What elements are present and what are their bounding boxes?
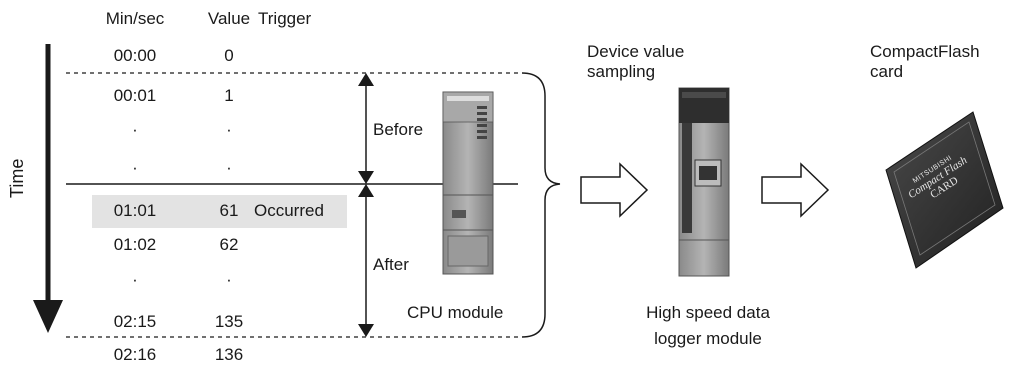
row-time: · xyxy=(132,158,138,177)
after-range-arrow xyxy=(358,184,374,337)
row-value: 61 xyxy=(219,201,239,220)
row-value: · xyxy=(226,270,232,289)
before-label: Before xyxy=(373,120,424,139)
row-value: 135 xyxy=(214,312,244,331)
row-time: 00:01 xyxy=(113,86,157,105)
logging-arrow xyxy=(761,162,830,218)
row-value: 62 xyxy=(219,235,239,254)
logger-module-image xyxy=(678,87,730,277)
row-time: 00:00 xyxy=(113,46,157,65)
sampling-label-line2: sampling xyxy=(587,62,656,81)
before-range-arrow xyxy=(358,73,374,184)
row-value: 136 xyxy=(214,345,244,364)
row-trigger: Occurred xyxy=(254,201,324,220)
row-time: · xyxy=(132,120,138,139)
cpu-module-label: CPU module xyxy=(407,303,504,322)
row-value: · xyxy=(226,120,232,139)
row-value: 1 xyxy=(224,86,234,105)
row-time: 02:16 xyxy=(113,345,157,364)
time-axis-arrow xyxy=(33,44,63,333)
logger-label-line1: High speed data xyxy=(646,303,770,322)
card-label-line1: CompactFlash xyxy=(870,42,980,61)
row-time: 01:01 xyxy=(113,201,157,220)
sampling-arrow xyxy=(580,162,649,218)
row-value: 0 xyxy=(224,46,234,65)
trigger-row-highlight xyxy=(92,195,347,228)
header-value: Value xyxy=(207,9,251,28)
row-time: · xyxy=(132,270,138,289)
row-time: 01:02 xyxy=(113,235,157,254)
sampling-label-line1: Device value xyxy=(587,42,685,61)
cpu-brace xyxy=(521,72,561,338)
row-value: · xyxy=(226,158,232,177)
header-trigger: Trigger xyxy=(258,9,312,28)
after-label: After xyxy=(373,255,409,274)
row-time: 02:15 xyxy=(113,312,157,331)
time-axis-label: Time xyxy=(7,158,27,198)
cpu-module-image xyxy=(442,91,494,275)
card-label-line2: card xyxy=(870,62,904,81)
header-min-sec: Min/sec xyxy=(105,9,165,28)
compactflash-card-image xyxy=(885,111,1004,269)
logger-label-line2: logger module xyxy=(654,329,762,348)
